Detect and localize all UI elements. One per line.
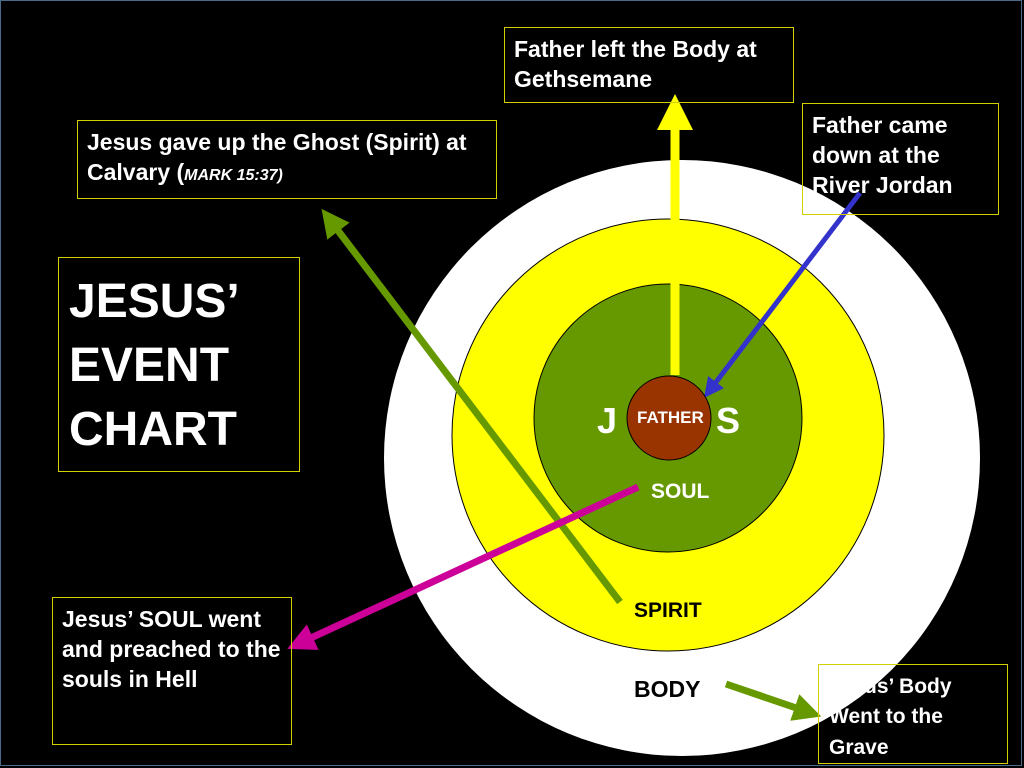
father-core: [626, 375, 712, 461]
callout-calvary-close: ): [277, 166, 283, 184]
body-label: BODY: [634, 676, 701, 702]
callout-gethsemane-text: Father left the Body at Gethsemane: [514, 36, 757, 92]
callout-hell: Jesus’ SOUL went and preached to the sou…: [52, 597, 292, 745]
arrow-grave: [724, 680, 822, 721]
arrow-hell: [287, 483, 640, 650]
title-box: JESUS’ EVENT CHART: [58, 257, 300, 472]
core-label-right: S: [716, 400, 741, 441]
core-label-left: J: [597, 400, 618, 441]
spirit-label: SPIRIT: [634, 599, 702, 622]
arrow-jordan: [703, 191, 862, 398]
callout-gethsemane: Father left the Body at Gethsemane: [504, 27, 794, 103]
callout-hell-text: Jesus’ SOUL went and preached to the sou…: [62, 606, 281, 692]
callout-grave: Jesus’ Body Went to the Grave: [818, 664, 1008, 764]
callout-calvary-text: Jesus gave up the Ghost (Spirit) at Calv…: [87, 129, 467, 185]
arrow-calvary: [321, 208, 623, 605]
callout-jordan: Father came down at the River Jordan: [802, 103, 999, 215]
callout-calvary: Jesus gave up the Ghost (Spirit) at Calv…: [77, 120, 497, 199]
scripture-reference: MARK 15:37: [184, 166, 278, 184]
father-label: FATHER: [637, 408, 704, 427]
callout-jordan-text: Father came down at the River Jordan: [812, 112, 953, 198]
callout-grave-text: Jesus’ Body Went to the Grave: [829, 675, 952, 759]
page-title: JESUS’ EVENT CHART: [69, 275, 240, 456]
soul-label: SOUL: [651, 480, 710, 503]
